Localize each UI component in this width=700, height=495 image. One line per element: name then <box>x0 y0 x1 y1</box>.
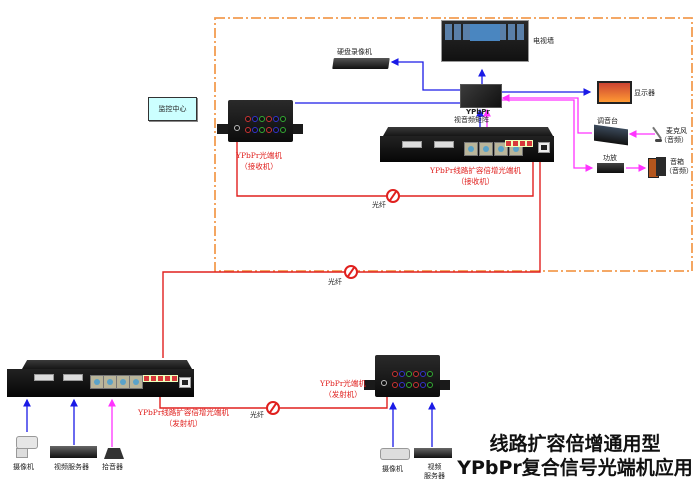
mixer-label: 调音台 <box>597 117 618 125</box>
left-video-server-label: 视频服务器 <box>54 463 89 471</box>
rack-receiver-label: YPbPr线路扩容倍增光端机 （接收机） <box>430 166 521 186</box>
video-server-icon <box>50 446 97 458</box>
monitor-icon <box>597 81 632 104</box>
title-line-2: YPbPr复合信号光端机应用 <box>457 457 693 479</box>
control-center-boundary <box>214 17 693 272</box>
matrix-sublabel: 视音频矩阵 <box>454 116 489 124</box>
video-server-icon <box>414 448 452 458</box>
small-receiver-device <box>228 100 293 142</box>
video-line-matrix-to-dvr <box>390 58 460 91</box>
pickup-icon <box>104 448 124 459</box>
rack-transmitter-device <box>7 369 194 397</box>
rack-transmitter-top <box>22 360 192 369</box>
small-receiver-label: YPbPr光端机 （接收机） <box>236 151 282 171</box>
video-wall-icon <box>441 20 529 62</box>
speaker-label: 音箱 <box>670 158 684 166</box>
title-line-1: 线路扩容倍增通用型 <box>489 433 661 455</box>
fiber-line-receiver-loop <box>236 142 534 197</box>
microphone-sublabel: （音频） <box>660 136 688 144</box>
pickup-label: 拾音器 <box>102 463 123 471</box>
rack-receiver-top <box>383 127 553 136</box>
rack-receiver-device <box>380 136 554 162</box>
matrix-icon <box>460 84 502 108</box>
fiber-connector-icon <box>344 265 358 279</box>
right-camera-label: 摄像机 <box>382 465 403 473</box>
speaker-sublabel: （音频） <box>665 167 693 175</box>
fiber-label: 光纤 <box>372 201 386 209</box>
matrix-label: YPbPr <box>466 108 490 116</box>
control-center-label: 监控中心 <box>148 97 197 121</box>
rack-transmitter-label: YPbPr线路扩容倍增光端机 （发射机） <box>138 408 229 428</box>
monitor-label: 显示器 <box>634 89 655 97</box>
small-transmitter-device <box>375 355 440 397</box>
left-camera-label: 摄像机 <box>13 463 34 471</box>
small-transmitter-label: YPbPr光端机 （发射机） <box>320 379 366 399</box>
dvr-icon <box>332 58 390 69</box>
amplifier-icon <box>597 163 624 173</box>
audio-line-matrix-to-amp <box>500 99 594 172</box>
fiber-label: 光纤 <box>328 278 342 286</box>
fiber-connector-icon <box>266 401 280 415</box>
dvr-label: 硬盘录像机 <box>337 48 372 56</box>
video-wall-label: 电视墙 <box>533 37 554 45</box>
right-video-server-label: 视频 服务器 <box>424 463 445 480</box>
microphone-label: 麦克风 <box>666 127 687 135</box>
diagram-title: 线路扩容倍增通用型 YPbPr复合信号光端机应用 <box>455 432 695 480</box>
audio-line-mixer-to-matrix <box>501 94 592 134</box>
fiber-connector-icon <box>386 189 400 203</box>
camera-icon <box>380 448 410 460</box>
fiber-label: 光纤 <box>250 411 264 419</box>
amplifier-label: 功放 <box>603 154 617 162</box>
